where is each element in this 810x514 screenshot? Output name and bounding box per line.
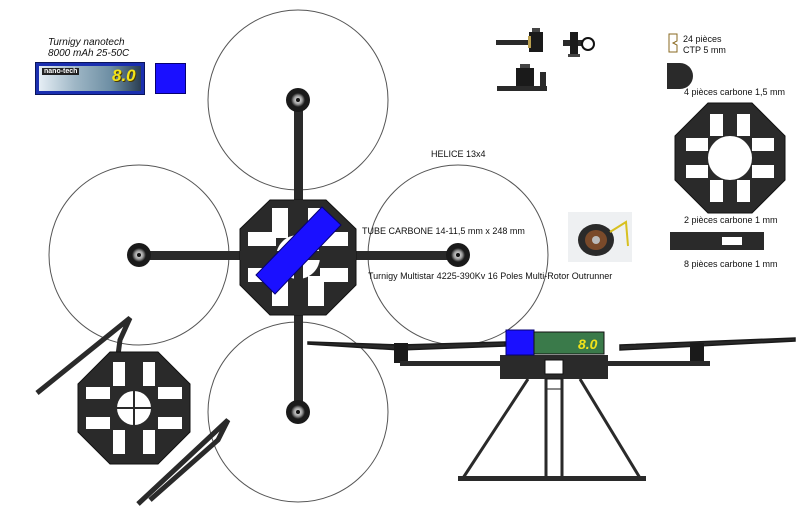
motor-bottom: [286, 400, 310, 424]
center-slot-w: [248, 232, 276, 246]
rot-slot-2: [143, 362, 155, 386]
battery-title: Turnigy nanotech: [48, 37, 125, 48]
motor-right: [446, 243, 470, 267]
battery-side: [505, 329, 535, 356]
rot-slot-5: [86, 387, 110, 399]
rot-slot-1: [113, 362, 125, 386]
battery-spec: 8000 mAh 25-50C: [48, 48, 130, 59]
battery-blue-square: [155, 63, 186, 94]
skid-bar: [458, 476, 646, 481]
center-slot-s2: [308, 276, 324, 306]
body-side-slot: [544, 359, 564, 375]
leg-left-outer: [461, 378, 530, 479]
plate-15-label: 4 pièces carbone 1,5 mm: [684, 87, 786, 97]
plate-assembly-rotated: [35, 316, 231, 506]
octagon-plate-right-hole: [708, 136, 752, 180]
ctp-desc: CTP 5 mm: [683, 45, 726, 55]
camera-mount: [545, 378, 563, 390]
battery-brand: nano-tech: [42, 68, 80, 75]
z-arm-lower: [136, 418, 231, 506]
battery-side-label: [533, 331, 605, 355]
battery-graphic: nano-tech 8.0: [35, 62, 145, 95]
half-round-piece: [667, 63, 693, 89]
prop-blade-mid-left: [399, 341, 506, 351]
tube-label: TUBE CARBONE 14-11,5 mm x 248 mm: [362, 226, 525, 236]
battery-capacity: 8.0: [112, 66, 136, 85]
octagon-plate-right: [674, 102, 786, 214]
rot-slot-3: [113, 430, 125, 454]
motor-side-left: [394, 343, 408, 363]
motor-label: Turnigy Multistar 4225-390Kv 16 Poles Mu…: [368, 271, 613, 281]
prop-blade-right: [619, 337, 796, 351]
motor-photo: [568, 212, 632, 262]
center-slot-n: [272, 208, 288, 238]
bar-piece-right: [670, 232, 764, 250]
center-plate: [239, 199, 357, 316]
motor-side-right: [690, 343, 704, 363]
battery-side-cap: 8.0: [578, 336, 598, 352]
battery-top-view: [255, 206, 342, 295]
ctp-clip-drawing: [668, 33, 678, 53]
ctp-count: 24 pièces: [683, 34, 722, 44]
plate-1b-label: 8 pièces carbone 1 mm: [684, 259, 778, 269]
prop-blade-left: [307, 341, 401, 351]
motor-mount-side: [496, 28, 543, 52]
rot-slot-4: [143, 430, 155, 454]
rot-slot-8: [158, 417, 182, 429]
motor-top: [286, 88, 310, 112]
rot-slot-6: [86, 417, 110, 429]
center-slot-e2: [320, 268, 348, 282]
motor-mount-drawings: [496, 28, 595, 91]
drone-side-view: 8.0: [307, 329, 796, 481]
rot-slot-7: [158, 387, 182, 399]
plate-1-label: 2 pièces carbone 1 mm: [684, 215, 778, 225]
motor-mount-end: [563, 32, 595, 57]
leg-right-outer: [578, 378, 642, 479]
propeller-label: HELICE 13x4: [431, 149, 486, 159]
motor-mount-bottom: [497, 64, 547, 91]
motors-top-view: [127, 88, 470, 424]
motor-left: [127, 243, 151, 267]
